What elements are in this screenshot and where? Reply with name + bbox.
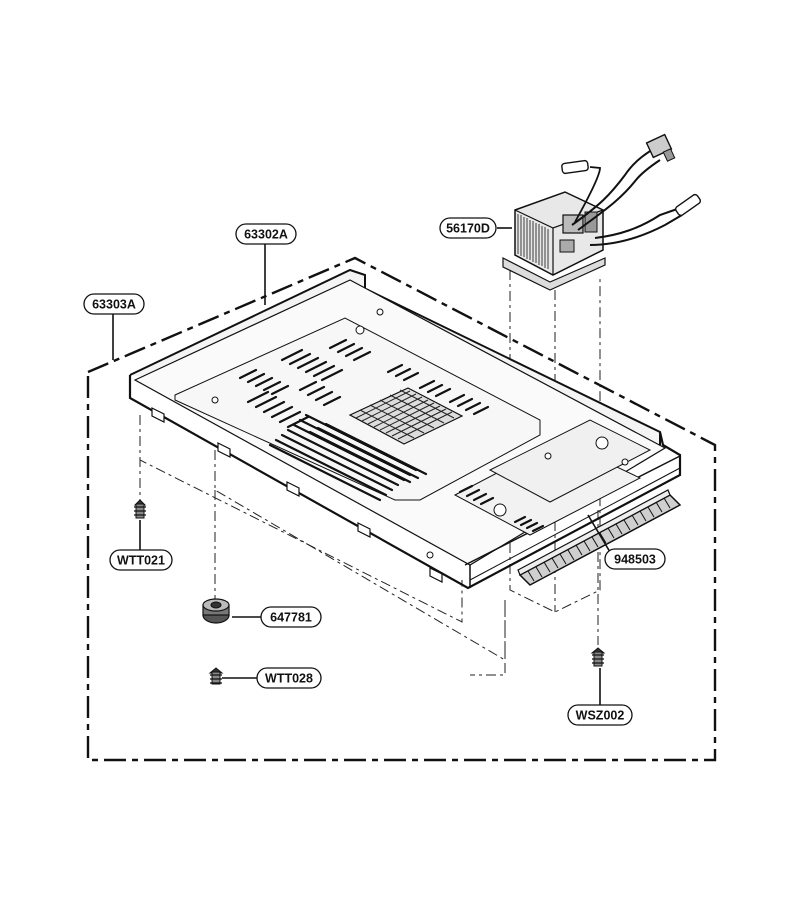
label-647781-text: 647781 [270, 611, 312, 625]
sponge-strip [517, 489, 682, 586]
transformer [502, 133, 702, 291]
label-63302A: 63302A [235, 223, 297, 245]
label-WTT028-text: WTT028 [265, 672, 313, 686]
label-WTT028: WTT028 [256, 667, 322, 689]
vent-slots [238, 338, 545, 533]
foot-grommet [202, 598, 230, 624]
leader-lines [112, 227, 611, 705]
screw-right [590, 647, 606, 667]
screw-foot [208, 667, 224, 685]
screw-left [133, 499, 147, 519]
label-63303A: 63303A [83, 293, 145, 315]
label-56170D: 56170D [439, 217, 497, 239]
label-WTT021-text: WTT021 [117, 554, 165, 568]
label-948503: 948503 [604, 548, 666, 570]
label-63302A-text: 63302A [244, 228, 288, 242]
label-647781: 647781 [260, 606, 322, 628]
label-56170D-text: 56170D [446, 222, 490, 236]
label-63303A-text: 63303A [92, 298, 136, 312]
label-WSZ002: WSZ002 [567, 704, 633, 726]
mesh-grille [348, 387, 464, 445]
label-WTT021: WTT021 [109, 549, 173, 571]
label-948503-text: 948503 [614, 553, 656, 567]
label-WSZ002-text: WSZ002 [576, 709, 625, 723]
enclosure-outline [86, 256, 717, 762]
